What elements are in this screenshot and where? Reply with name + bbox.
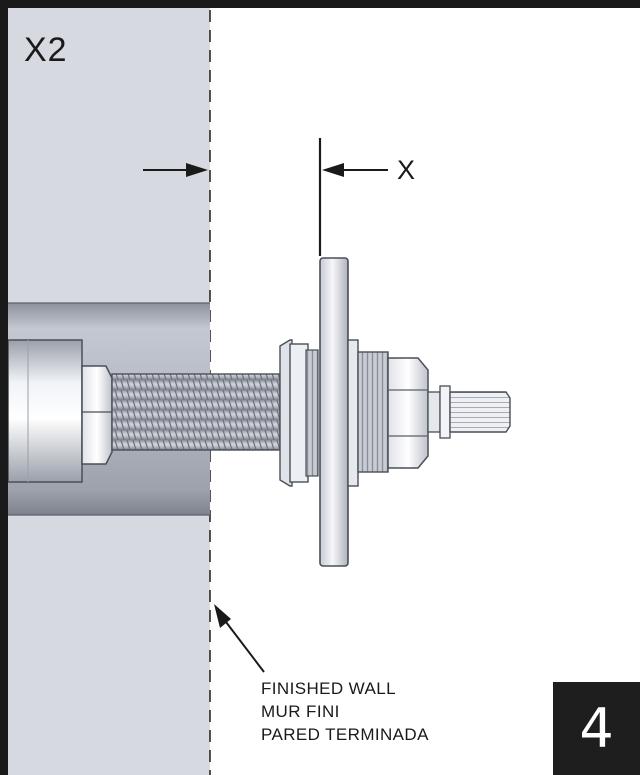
threaded-stem bbox=[111, 373, 281, 451]
pipe-hex-nut bbox=[81, 365, 113, 465]
front-collar bbox=[347, 339, 359, 487]
finished-wall-callout: FINISHED WALL MUR FINI PARED TERMINADA bbox=[261, 677, 429, 746]
step-badge: 4 bbox=[553, 682, 640, 775]
stem-neck bbox=[427, 391, 441, 433]
wall-arrow-head bbox=[186, 163, 208, 177]
step-number: 4 bbox=[579, 697, 614, 760]
pipe-cylinder bbox=[7, 339, 83, 483]
front-hex-nut bbox=[387, 357, 429, 469]
retaining-ring bbox=[279, 339, 293, 487]
flange-arrow-head bbox=[322, 163, 344, 177]
leader-arrow-head bbox=[214, 604, 231, 628]
spline-tip bbox=[449, 391, 511, 433]
callout-line-spanish: PARED TERMINADA bbox=[261, 725, 429, 744]
flange-plate bbox=[319, 257, 349, 567]
leader-line bbox=[225, 621, 265, 673]
callout-line-french: MUR FINI bbox=[261, 702, 340, 721]
callout-line-english: FINISHED WALL bbox=[261, 679, 396, 698]
quantity-multiplier: X2 bbox=[24, 31, 68, 69]
dimension-label: X bbox=[397, 155, 416, 185]
